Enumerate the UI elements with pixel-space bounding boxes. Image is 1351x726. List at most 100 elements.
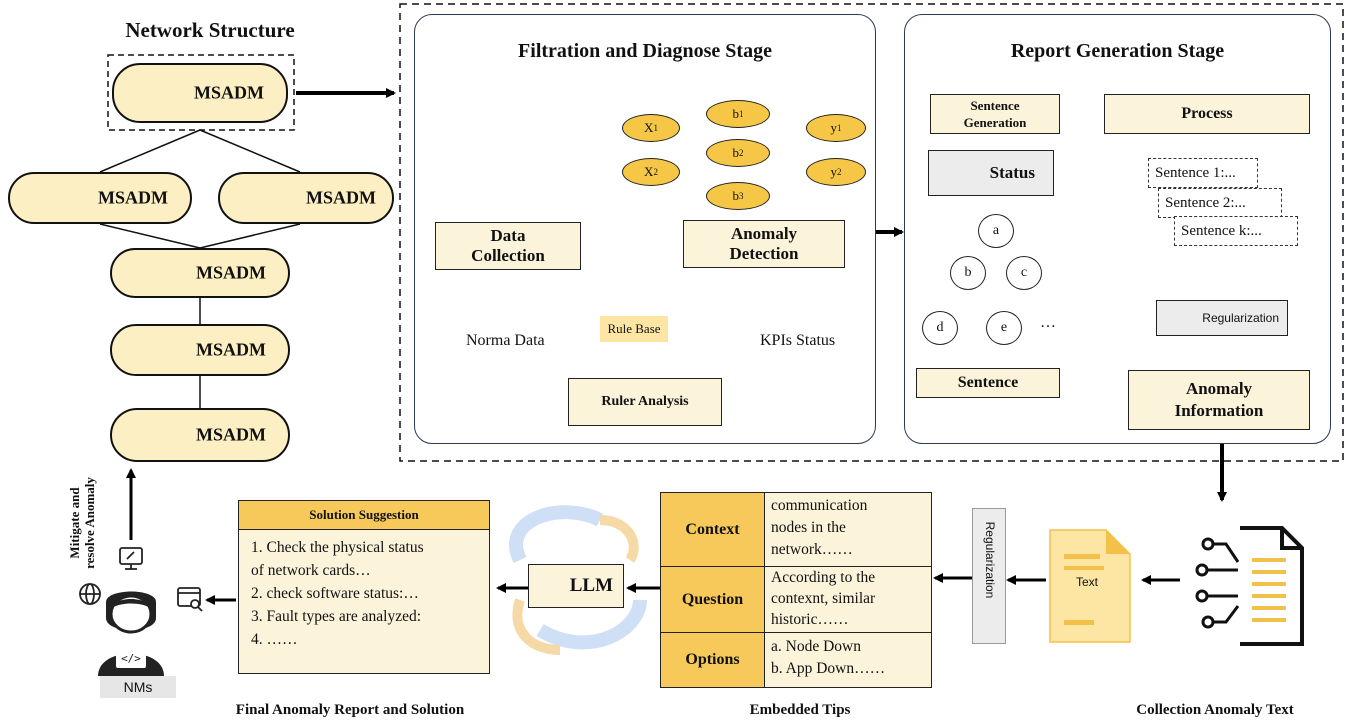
mitigate-label: Mitigate and resolve Anomaly: [62, 468, 102, 588]
msadm-node-uav-top[interactable]: MSADM: [112, 63, 288, 123]
node-label: MSADM: [196, 424, 266, 445]
sentence-generation-box[interactable]: Sentence Generation: [930, 94, 1060, 134]
tree-node-b: b: [950, 256, 986, 290]
pipeline-frame: [399, 3, 1344, 462]
regularization-bar[interactable]: Regularization: [972, 508, 1006, 644]
solution-line: 2. check software status:…: [251, 585, 419, 602]
anomaly-info-line2: Information: [1174, 401, 1264, 420]
nms-label: NMs: [100, 676, 176, 698]
tips-line: nodes in the: [771, 519, 846, 536]
node-label: MSADM: [196, 339, 266, 360]
sentence-generation-line1: Sentence: [970, 98, 1020, 113]
monitor-wrench-icon: [119, 547, 143, 570]
top-node-frame: [107, 54, 295, 131]
tips-line: According to the: [771, 569, 876, 586]
nn-output-label: y: [830, 164, 838, 179]
msadm-node-server[interactable]: MSADM: [110, 408, 290, 462]
nn-output-sub: 1: [837, 123, 842, 133]
msadm-node-tower[interactable]: MSADM: [110, 324, 290, 376]
tree-ellipsis: …: [1040, 314, 1056, 331]
tips-line: communication: [771, 497, 868, 514]
tips-line: contexnt, similar: [771, 590, 876, 607]
msadm-node-satellite[interactable]: MSADM: [110, 248, 290, 298]
caption-collection: Collection Anomaly Text: [1136, 702, 1294, 718]
tips-line: historic……: [771, 611, 849, 628]
caption-embedded: Embedded Tips: [749, 702, 851, 718]
msadm-node-uav[interactable]: MSADM: [8, 172, 192, 224]
nn-hidden-label: b: [732, 188, 740, 203]
nn-output-label: y: [830, 120, 838, 135]
solution-line: 3. Fault types are analyzed:: [251, 608, 422, 625]
tips-line: network……: [771, 541, 853, 558]
mitigate-line1: Mitigate and: [67, 487, 82, 559]
regularization-box[interactable]: Regularization: [1156, 300, 1288, 336]
report-title: Report Generation Stage: [1010, 40, 1225, 62]
embedded-tips-table: Context communication nodes in the netwo…: [660, 492, 932, 688]
llm-box[interactable]: LLM: [528, 564, 624, 608]
solution-panel: Solution Suggestion 1. Check the physica…: [238, 500, 490, 674]
ruler-analysis-box[interactable]: Ruler Analysis: [568, 378, 722, 426]
tips-value-options: a. Node Down b. App Down……: [765, 633, 931, 687]
filtration-title: Filtration and Diagnose Stage: [518, 40, 772, 62]
nn-input-sub: 1: [653, 123, 658, 133]
anomaly-detection-line2: Detection: [729, 244, 799, 263]
solution-line: 4. ……: [251, 631, 298, 648]
solution-list: 1. Check the physical status of network …: [239, 530, 489, 657]
nn-output-sub: 2: [837, 167, 842, 177]
solution-line: 1. Check the physical status: [251, 539, 424, 556]
node-label: MSADM: [196, 262, 266, 283]
status-box[interactable]: Status: [928, 150, 1054, 196]
rule-base-label: Rule Base: [600, 316, 668, 342]
tree-node-c: c: [1006, 256, 1042, 290]
node-label: MSADM: [194, 82, 264, 103]
nn-hidden-sub: 3: [739, 191, 744, 201]
svg-text:</>: </>: [121, 652, 141, 665]
nn-hidden-sub: 1: [739, 109, 744, 119]
anomaly-detection-box[interactable]: Anomaly Detection: [683, 220, 845, 268]
regularization-bar-label: Regularization: [983, 521, 997, 599]
tree-node-d: d: [922, 311, 958, 345]
data-collection-line2: Collection: [471, 246, 545, 265]
sentence-item: Sentence 2:...: [1158, 188, 1282, 218]
network-links: [99, 129, 301, 408]
norma-data-label: Norma Data: [466, 332, 545, 349]
browser-search-icon: [177, 587, 203, 612]
anomaly-detection-line1: Anomaly: [730, 224, 798, 243]
llm-label: LLM: [569, 575, 613, 596]
nn-input-label: X: [644, 164, 654, 179]
nn-hidden-sub: 2: [739, 148, 744, 158]
globe-icon: [79, 583, 101, 605]
caption-final: Final Anomaly Report and Solution: [235, 702, 465, 718]
tips-line: a. Node Down: [771, 638, 861, 655]
nn-input-sub: 2: [653, 167, 658, 177]
kpis-status-label: KPIs Status: [760, 332, 836, 349]
tree-node-a: a: [978, 214, 1014, 248]
document-circuit-icon: [1195, 526, 1304, 646]
data-collection-line1: Data: [490, 226, 526, 245]
anomaly-info-line1: Anomaly: [1185, 379, 1253, 398]
tips-key-context: Context: [661, 493, 765, 567]
data-collection-box[interactable]: Data Collection: [435, 222, 581, 270]
text-label: Text: [1064, 570, 1110, 594]
mitigate-line2: resolve Anomaly: [82, 477, 97, 569]
msadm-node-vehicle[interactable]: MSADM: [218, 172, 394, 224]
tips-key-question: Question: [661, 567, 765, 633]
user-icon: </>: [98, 591, 164, 676]
sentence-item: Sentence 1:...: [1148, 158, 1258, 188]
solution-title: Solution Suggestion: [239, 501, 489, 530]
tips-key-options: Options: [661, 633, 765, 687]
network-title: Network Structure: [125, 18, 295, 42]
process-box[interactable]: Process: [1104, 94, 1310, 134]
sentence-box[interactable]: Sentence: [916, 368, 1060, 398]
anomaly-information-box[interactable]: Anomaly Information: [1128, 370, 1310, 430]
solution-line: of network cards…: [251, 562, 371, 579]
status-label: Status: [989, 163, 1035, 182]
llm-swirl: [509, 505, 647, 655]
tips-value-question: According to the contexnt, similar histo…: [765, 567, 931, 633]
tree-node-e: e: [986, 311, 1022, 345]
